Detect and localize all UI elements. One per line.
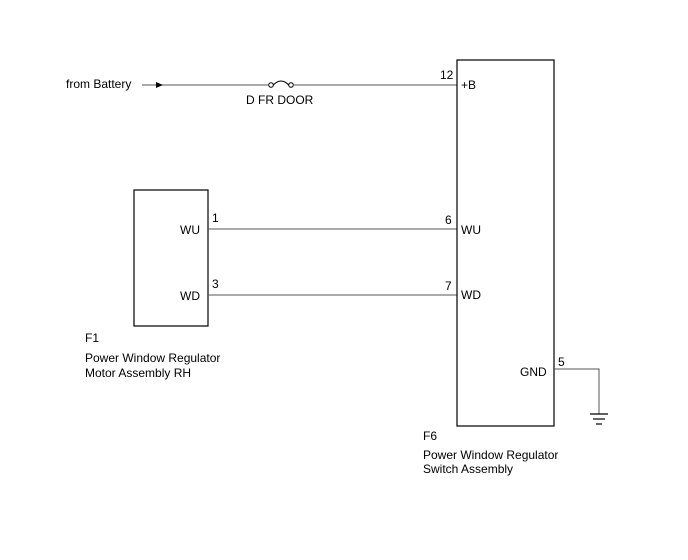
motor-name-line1: Power Window Regulator [85, 351, 220, 365]
switch-pin-12-number: 12 [440, 68, 454, 82]
switch-pin-6-name: WU [461, 223, 481, 237]
ground-wire [554, 368, 600, 414]
motor-pin-1-number: 1 [212, 211, 219, 225]
switch-pin-5-number: 5 [558, 355, 565, 369]
switch-name-line2: Switch Assembly [423, 462, 513, 476]
motor-pin-3-number: 3 [212, 277, 219, 291]
arrow-right-icon [156, 82, 163, 88]
switch-pin-7-number: 7 [445, 279, 452, 293]
fuse-icon [268, 80, 294, 88]
switch-pin-5-name: GND [520, 365, 547, 379]
switch-assembly-box [456, 59, 555, 427]
switch-pin-6-number: 6 [445, 213, 452, 227]
motor-id: F1 [85, 331, 99, 345]
switch-name-line1: Power Window Regulator [423, 448, 558, 462]
source-label: from Battery [66, 77, 131, 91]
ground-symbol-icon [590, 413, 608, 425]
motor-pin-1-name: WU [180, 223, 200, 237]
motor-pin-3-name: WD [180, 289, 200, 303]
switch-id: F6 [423, 429, 437, 443]
switch-pin-12-name: +B [461, 78, 476, 92]
switch-pin-7-name: WD [461, 288, 481, 302]
motor-assembly-box [133, 189, 209, 327]
motor-name-line2: Motor Assembly RH [85, 366, 191, 380]
fuse-label: D FR DOOR [246, 93, 314, 107]
